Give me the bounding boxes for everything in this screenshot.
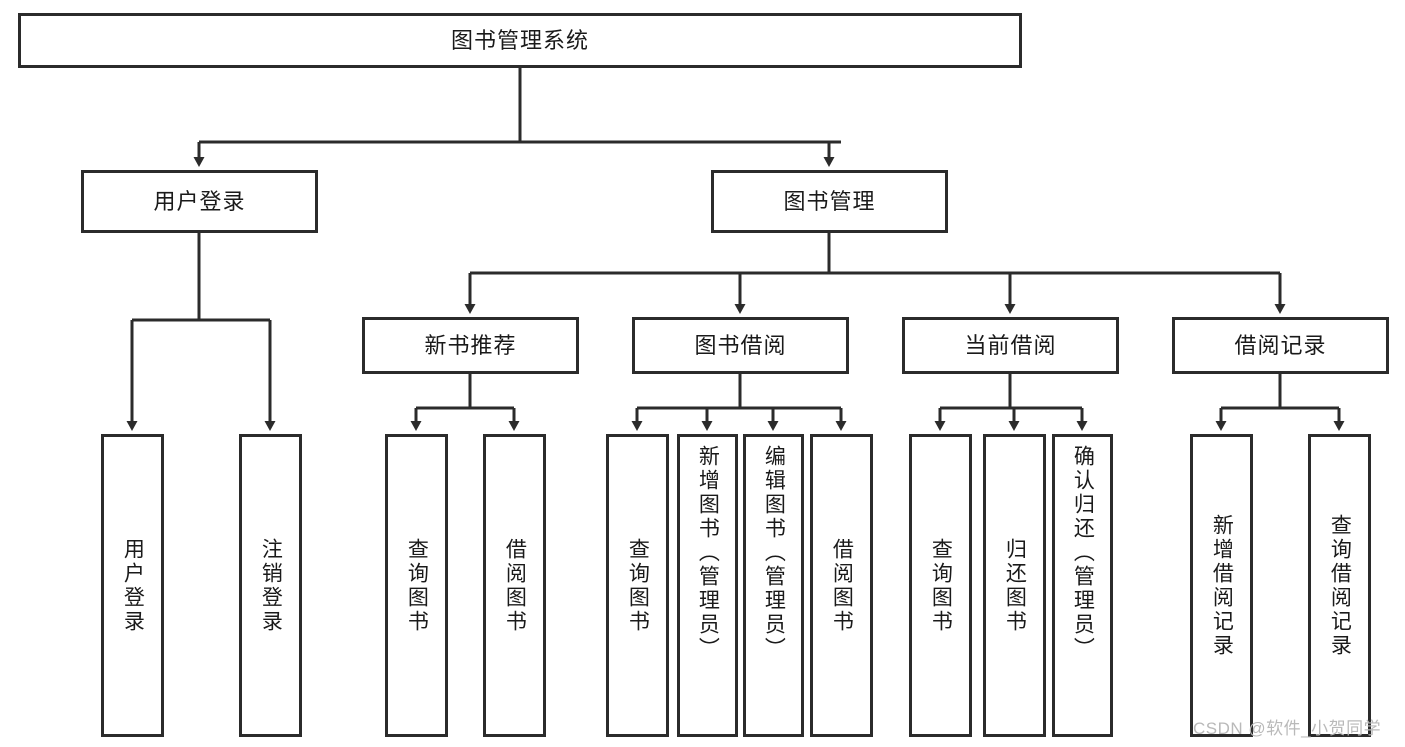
node-leaf-confirm-return[interactable]: 确认归还（管理员） xyxy=(1052,434,1113,737)
node-leaf-borrow-book-2-label: 借阅图书 xyxy=(830,537,854,634)
node-leaf-borrow-book-2[interactable]: 借阅图书 xyxy=(810,434,873,737)
node-leaf-add-book-label: 新增图书（管理员） xyxy=(696,445,720,661)
node-leaf-borrow-book-1[interactable]: 借阅图书 xyxy=(483,434,546,737)
node-leaf-return-book-label: 归还图书 xyxy=(1003,537,1027,634)
node-new-book-recommend[interactable]: 新书推荐 xyxy=(362,317,579,374)
node-current-borrow[interactable]: 当前借阅 xyxy=(902,317,1119,374)
node-leaf-query-record-label: 查询借阅记录 xyxy=(1328,513,1352,658)
node-leaf-confirm-return-label: 确认归还（管理员） xyxy=(1071,445,1095,661)
node-leaf-add-record-label: 新增借阅记录 xyxy=(1210,513,1234,658)
node-user-login-label: 用户登录 xyxy=(153,188,246,214)
watermark-text: CSDN @软件_小贺同学 xyxy=(1193,719,1382,738)
node-root[interactable]: 图书管理系统 xyxy=(18,13,1022,68)
node-book-borrow[interactable]: 图书借阅 xyxy=(632,317,849,374)
node-leaf-logout[interactable]: 注销登录 xyxy=(239,434,302,737)
node-book-manage[interactable]: 图书管理 xyxy=(711,170,948,233)
node-leaf-user-login-label: 用户登录 xyxy=(121,537,145,634)
node-user-login[interactable]: 用户登录 xyxy=(81,170,318,233)
node-new-book-recommend-label: 新书推荐 xyxy=(424,332,517,358)
node-leaf-query-book-2-label: 查询图书 xyxy=(626,537,650,634)
node-book-manage-label: 图书管理 xyxy=(783,188,876,214)
node-leaf-borrow-book-1-label: 借阅图书 xyxy=(503,537,527,634)
node-leaf-logout-label: 注销登录 xyxy=(259,537,283,634)
node-root-label: 图书管理系统 xyxy=(450,27,589,53)
node-current-borrow-label: 当前借阅 xyxy=(964,332,1057,358)
node-leaf-query-book-2[interactable]: 查询图书 xyxy=(606,434,669,737)
node-leaf-add-record[interactable]: 新增借阅记录 xyxy=(1190,434,1253,737)
node-leaf-add-book[interactable]: 新增图书（管理员） xyxy=(677,434,738,737)
node-leaf-return-book[interactable]: 归还图书 xyxy=(983,434,1046,737)
node-leaf-query-book-1[interactable]: 查询图书 xyxy=(385,434,448,737)
node-borrow-record-label: 借阅记录 xyxy=(1234,332,1327,358)
node-leaf-edit-book[interactable]: 编辑图书（管理员） xyxy=(743,434,804,737)
node-leaf-query-record[interactable]: 查询借阅记录 xyxy=(1308,434,1371,737)
node-leaf-query-book-3[interactable]: 查询图书 xyxy=(909,434,972,737)
node-leaf-query-book-3-label: 查询图书 xyxy=(929,537,953,634)
node-leaf-user-login[interactable]: 用户登录 xyxy=(101,434,164,737)
node-borrow-record[interactable]: 借阅记录 xyxy=(1172,317,1389,374)
node-book-borrow-label: 图书借阅 xyxy=(694,332,787,358)
node-leaf-edit-book-label: 编辑图书（管理员） xyxy=(762,445,786,661)
node-leaf-query-book-1-label: 查询图书 xyxy=(405,537,429,634)
